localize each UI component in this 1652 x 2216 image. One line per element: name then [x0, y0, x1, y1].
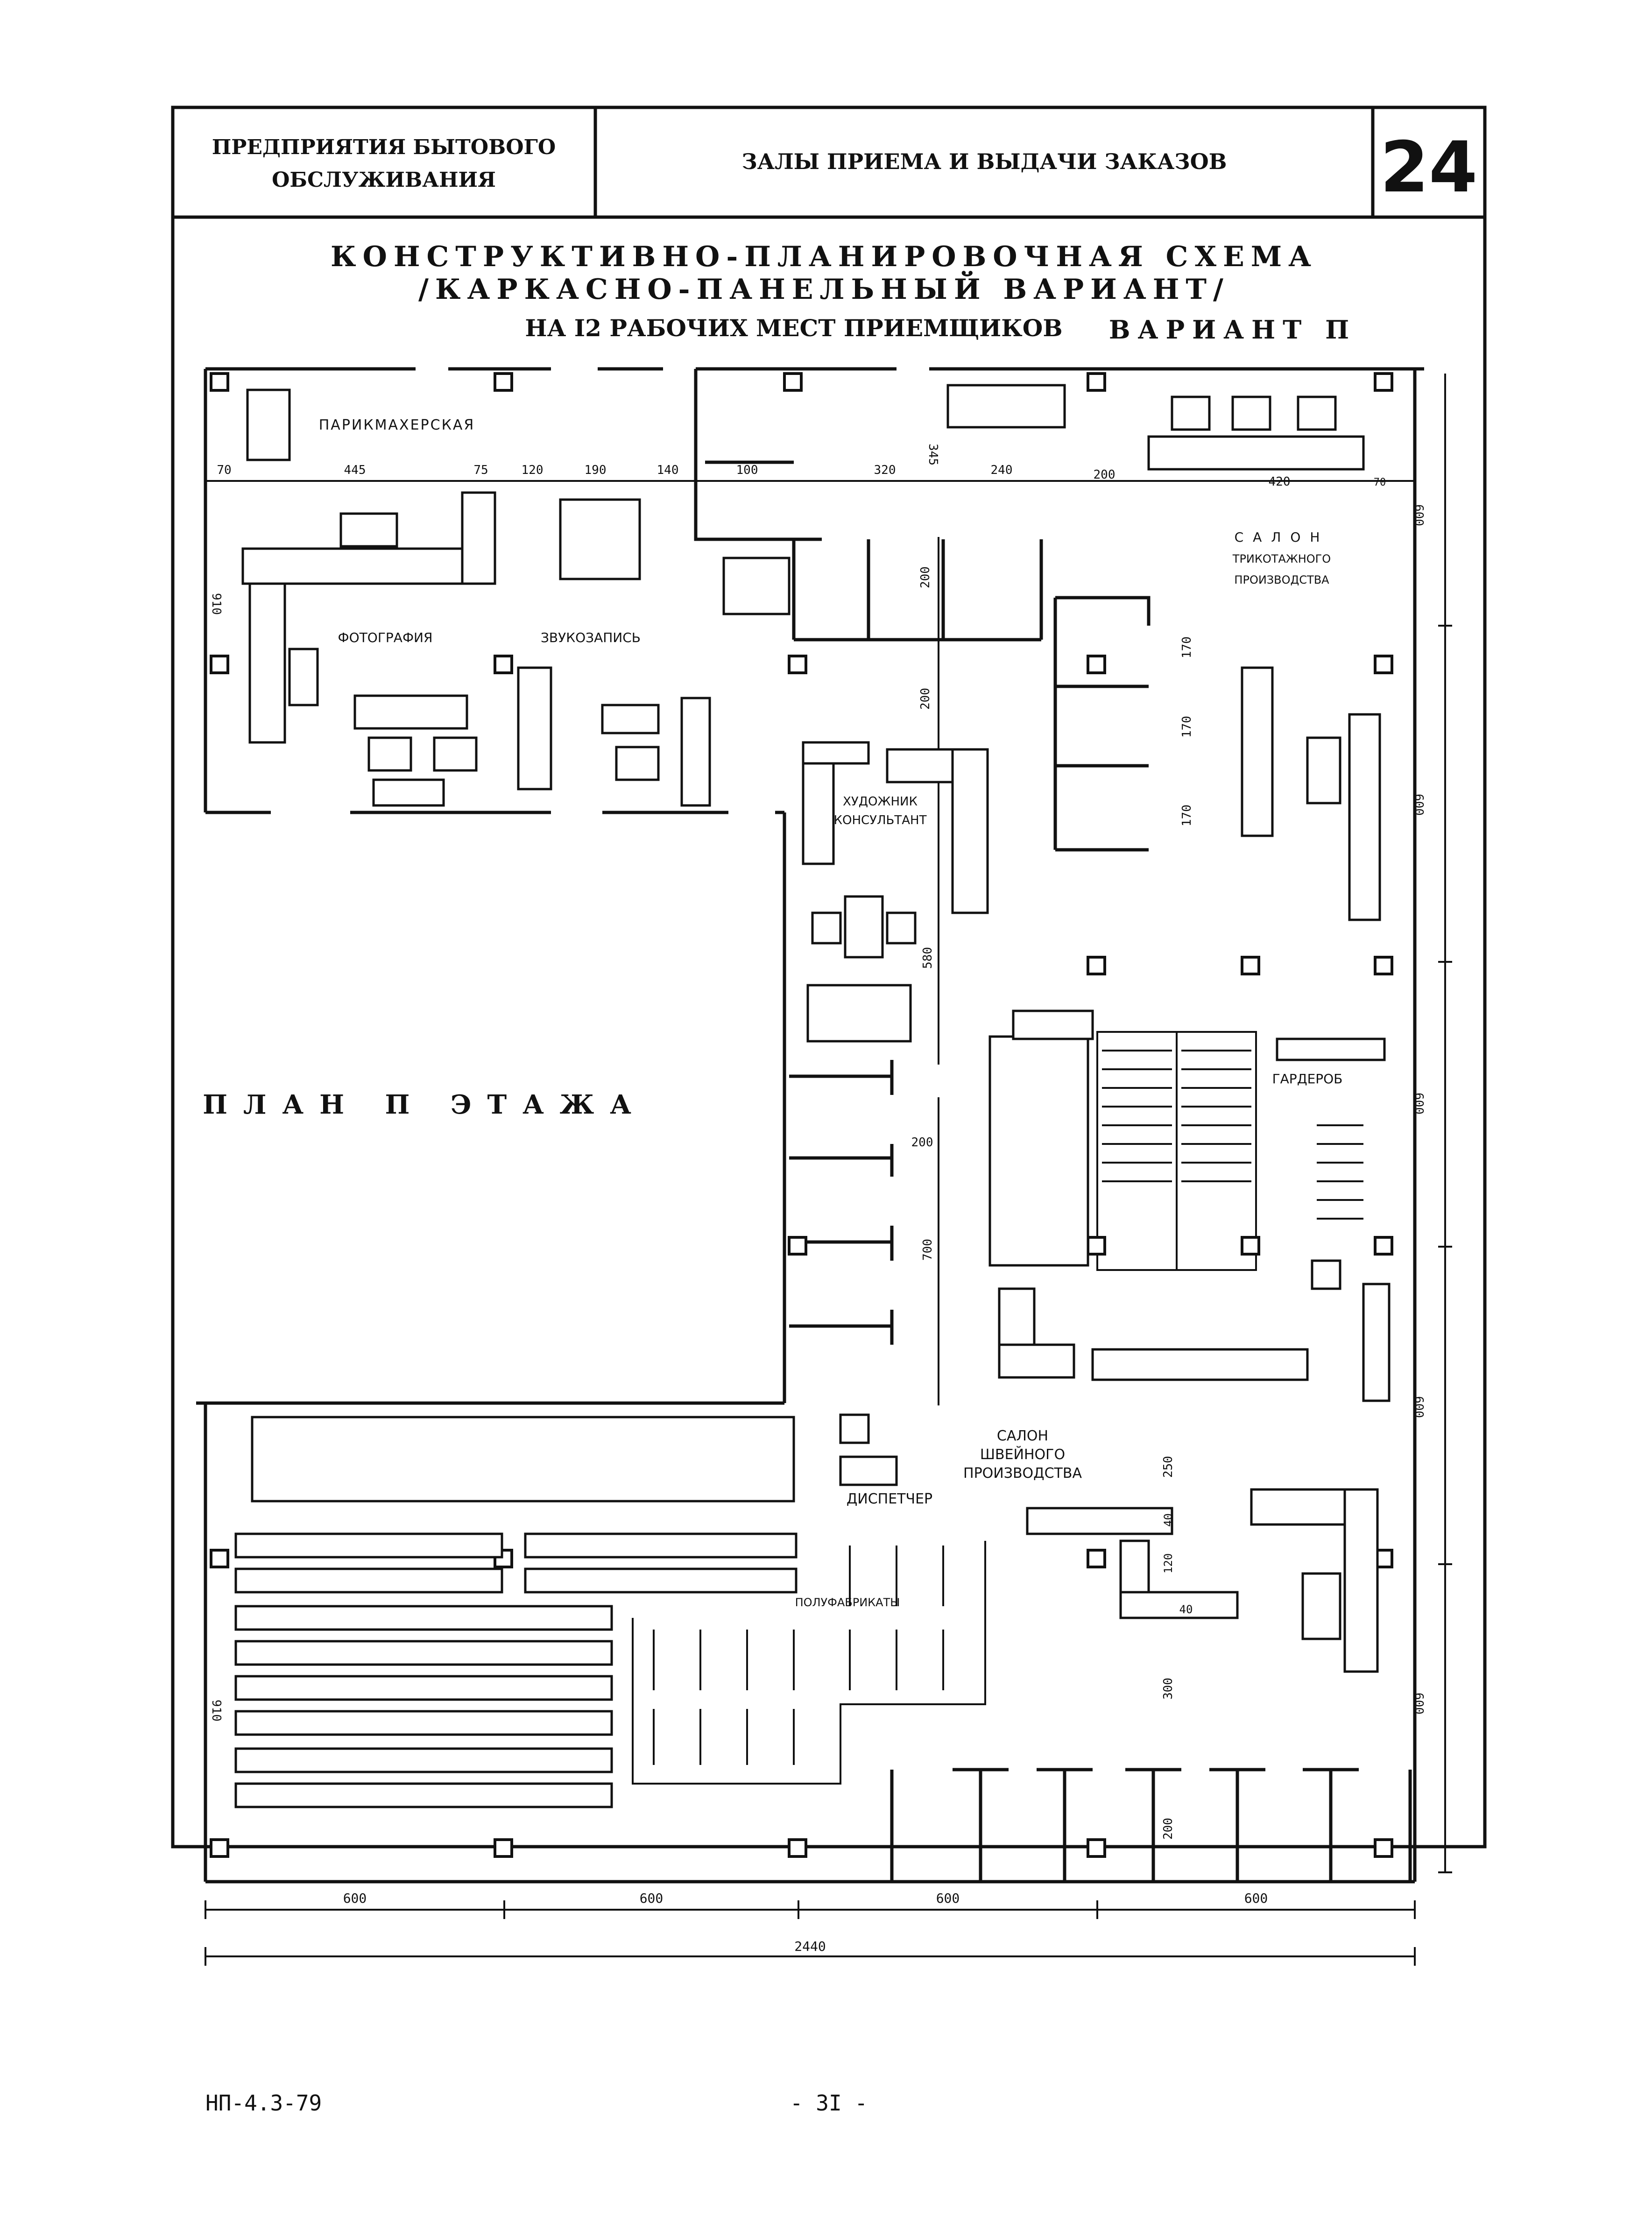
- header-center: ЗАЛЫ ПРИЕМА И ВЫДАЧИ ЗАКАЗОВ: [741, 149, 1227, 174]
- title-line2: /КАРКАСНО-ПАНЕЛЬНЫЙ ВАРИАНТ/: [418, 271, 1230, 306]
- dim-bottom-3: 600: [936, 1891, 960, 1906]
- dim-v-200c: 200: [1161, 1818, 1175, 1840]
- room-sew-2: ШВЕЙНОГО: [980, 1446, 1065, 1463]
- dim-v-170b: 170: [1180, 716, 1194, 738]
- furniture: [234, 384, 1391, 1808]
- dim-v-580: 580: [921, 947, 935, 969]
- dim-v-250: 250: [1161, 1456, 1175, 1478]
- dim-top-10: 200: [1094, 468, 1115, 482]
- header-page-number: 24: [1380, 127, 1478, 208]
- room-sew-1: САЛОН: [997, 1428, 1048, 1444]
- footer-page: - 3I -: [790, 2090, 868, 2116]
- dim-v-910a: 910: [209, 593, 223, 615]
- room-sound: ЗВУКОЗАПИСЬ: [541, 630, 641, 645]
- dim-v-170a: 170: [1180, 636, 1194, 658]
- room-floor-plan: ПЛАН П ЭТАЖА: [203, 1089, 647, 1120]
- dim-v-300: 300: [1161, 1678, 1175, 1700]
- room-knit-1: САЛОН: [1235, 529, 1329, 545]
- bottom-dimension-lines: [205, 1900, 1416, 1966]
- footer-code: НП-4.3-79: [205, 2090, 322, 2116]
- room-knit-2: ТРИКОТАЖНОГО: [1232, 552, 1331, 565]
- dim-v-200b: 200: [918, 688, 932, 710]
- dim-h-200: 200: [911, 1136, 933, 1150]
- dim-bottom-1: 600: [343, 1891, 367, 1906]
- dim-right-3: 600: [1412, 1093, 1426, 1115]
- sheet-frame: [171, 106, 1487, 1849]
- dim-v-910b: 910: [209, 1700, 223, 1722]
- dim-top-2: 445: [344, 463, 366, 477]
- dim-v-200a: 200: [918, 566, 932, 588]
- dim-v-40b: 40: [1179, 1603, 1193, 1616]
- room-artist-2: КОНСУЛЬТАНТ: [834, 813, 927, 827]
- room-semi: ПОЛУФАБРИКАТЫ: [795, 1596, 900, 1609]
- dim-bottom-4: 600: [1244, 1891, 1268, 1906]
- dim-top-7: 100: [736, 463, 758, 477]
- dim-top-11: 420: [1269, 475, 1291, 489]
- dim-top-3: 75: [473, 463, 488, 477]
- dim-right-2: 600: [1412, 794, 1426, 816]
- semi-finished-racks: [653, 1546, 944, 1765]
- building-walls: [196, 367, 1424, 1884]
- dim-top-5: 190: [585, 463, 607, 477]
- dim-top-12: 70: [1374, 477, 1386, 488]
- dim-v-700: 700: [921, 1239, 935, 1261]
- dim-top-4: 120: [522, 463, 544, 477]
- dim-top-1: 70: [217, 463, 231, 477]
- title-line1: КОНСТРУКТИВНО-ПЛАНИРОВОЧНАЯ СХЕМА: [331, 240, 1318, 273]
- cloak-hooks: [1317, 1124, 1363, 1220]
- dim-v-120: 120: [1162, 1553, 1175, 1574]
- structural-columns: [210, 372, 1393, 1858]
- dim-right-4: 600: [1412, 1396, 1426, 1418]
- room-dispatcher: ДИСПЕТЧЕР: [847, 1491, 932, 1507]
- dim-top-9: 240: [991, 463, 1013, 477]
- header-left-line2: ОБСЛУЖИВАНИЯ: [272, 168, 496, 192]
- room-photo: ФОТОГРАФИЯ: [338, 630, 433, 645]
- dim-v-345: 345: [926, 444, 940, 466]
- title-line3: НА I2 РАБОЧИХ МЕСТ ПРИЕМЩИКОВ: [525, 314, 1062, 342]
- dim-v-40a: 40: [1162, 1513, 1175, 1527]
- dim-right-1: 600: [1412, 504, 1426, 526]
- room-knit-3: ПРОИЗВОДСТВА: [1234, 573, 1329, 586]
- dim-v-170c: 170: [1180, 805, 1194, 826]
- staircase: [1102, 1050, 1251, 1182]
- room-artist-1: ХУДОЖНИК: [843, 795, 918, 809]
- title-variant: ВАРИАНТ П: [1109, 315, 1356, 345]
- dim-top-8: 320: [874, 463, 896, 477]
- room-sew-3: ПРОИЗВОДСТВА: [963, 1465, 1082, 1482]
- dim-bottom-2: 600: [640, 1891, 664, 1906]
- right-dimension-line: [1438, 374, 1452, 1873]
- header-left-line1: ПРЕДПРИЯТИЯ БЫТОВОГО: [212, 135, 556, 159]
- dim-top-6: 140: [657, 463, 679, 477]
- dim-right-5: 600: [1412, 1693, 1426, 1715]
- room-cloak: ГАРДЕРОБ: [1272, 1071, 1343, 1087]
- room-barber: ПАРИКМАХЕРСКАЯ: [319, 417, 475, 433]
- dim-total: 2440: [794, 1939, 826, 1954]
